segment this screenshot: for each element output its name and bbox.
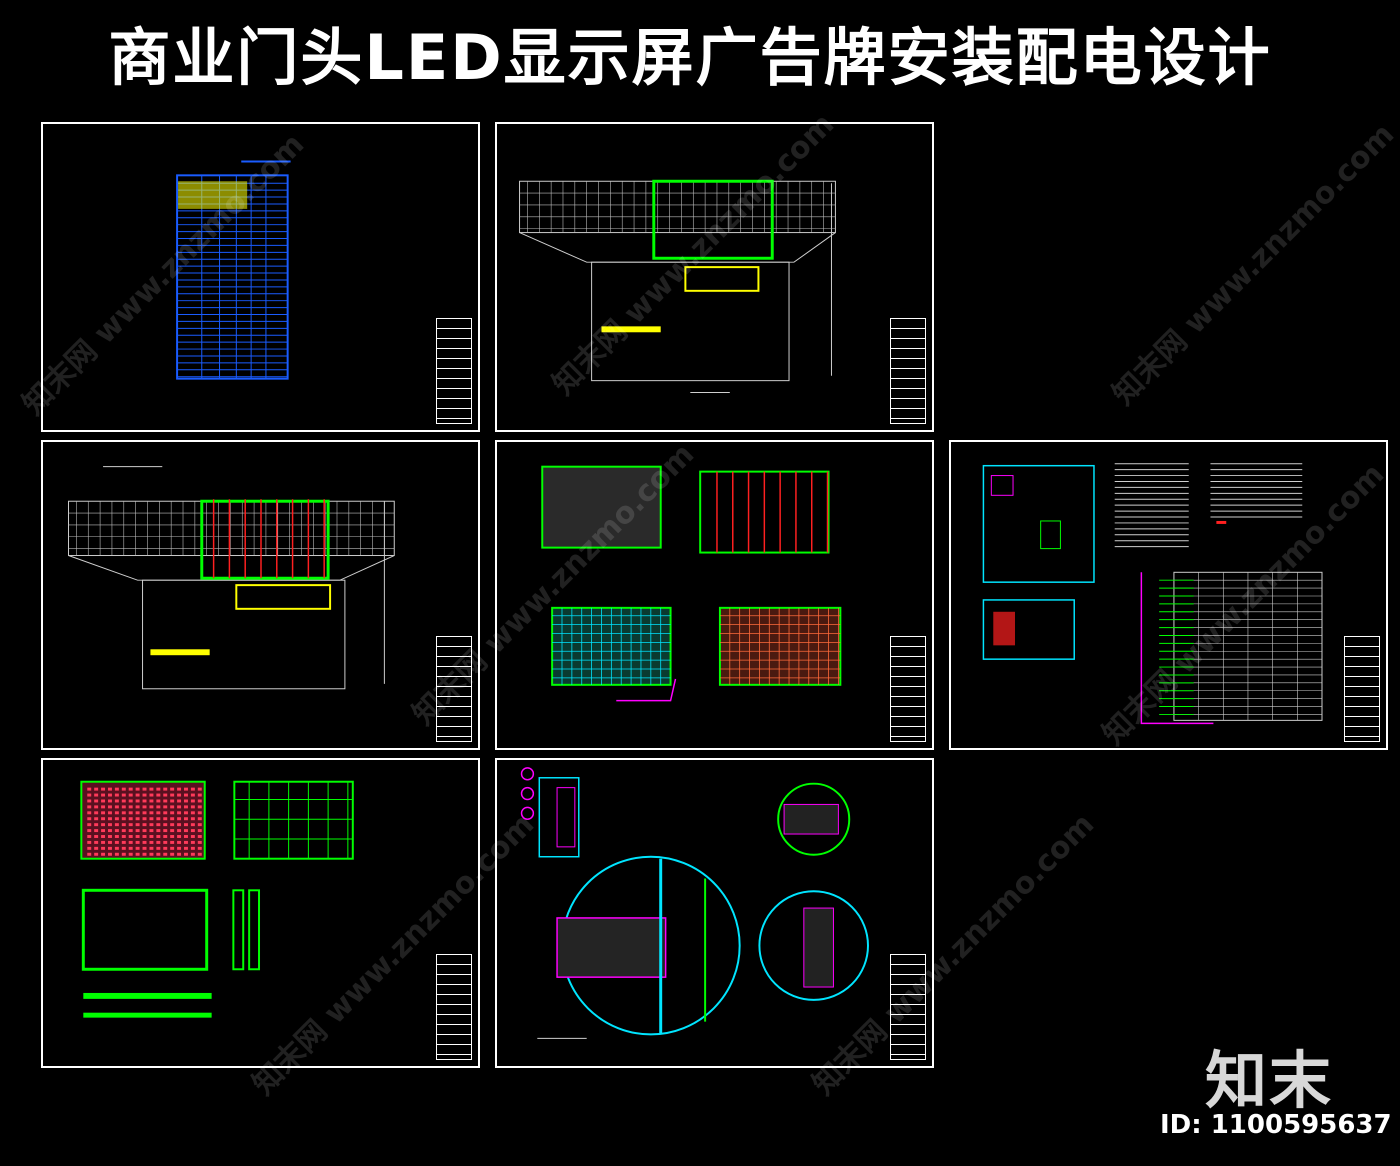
title-block	[436, 636, 472, 742]
front-elevation-drawing	[519, 179, 836, 393]
frame-layout-drawing	[80, 780, 354, 1018]
drawing-sheet-elevation-frame[interactable]	[41, 440, 480, 750]
watermark: 知末网 www.znzmo.com	[1106, 116, 1400, 413]
title-block	[890, 318, 926, 424]
drawing-sheet-electrical[interactable]	[949, 440, 1388, 750]
title-block	[890, 636, 926, 742]
drawing-sheet-schedule[interactable]	[41, 122, 480, 432]
title-block	[436, 318, 472, 424]
screen-plans-drawing	[541, 465, 842, 702]
brand-logo: 知末	[1205, 1044, 1334, 1117]
title-block	[890, 954, 926, 1060]
title-block	[436, 954, 472, 1060]
schedule-table-drawing	[176, 160, 291, 380]
section-details-drawing	[520, 767, 869, 1039]
drawing-sheet-screen-plans[interactable]	[495, 440, 934, 750]
drawing-sheet-section-details[interactable]	[495, 758, 934, 1068]
drawing-sheet-elevation[interactable]	[495, 122, 934, 432]
title-block	[1344, 636, 1380, 742]
asset-id-label: ID: 1100595637	[1160, 1110, 1392, 1140]
elevation-frame-drawing	[68, 466, 395, 690]
drawing-sheet-frame-layout[interactable]	[41, 758, 480, 1068]
page-title: 商业门头LED显示屏广告牌安装配电设计	[108, 21, 1272, 94]
electrical-system-drawing	[982, 463, 1323, 725]
